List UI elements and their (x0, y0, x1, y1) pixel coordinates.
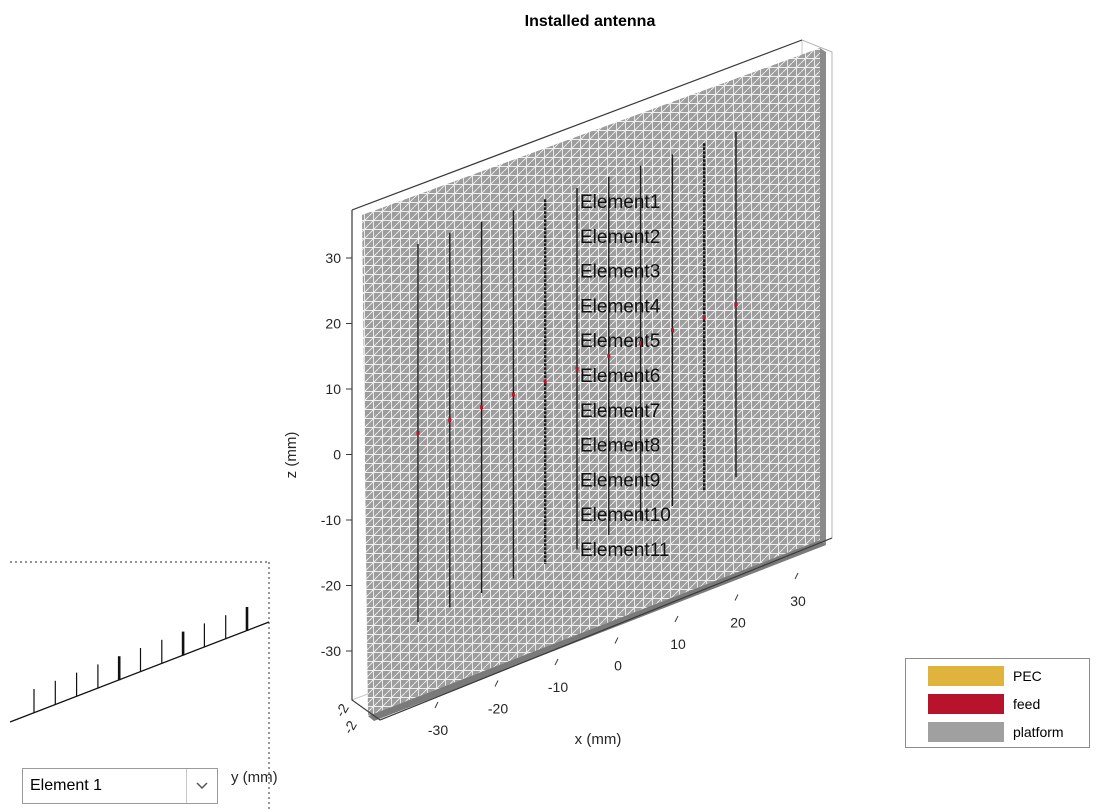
legend-swatch-platform (928, 722, 1004, 742)
feed-point (607, 353, 611, 358)
legend: PEC feed platform (905, 658, 1090, 748)
z-axis-ticks: 30 20 10 0 -10 -20 -30 (321, 250, 352, 659)
x-tick-mark (734, 594, 739, 601)
element-label: Element5 (580, 331, 660, 352)
x-tick-label: -10 (548, 679, 568, 695)
z-tick-label: -20 (321, 578, 341, 594)
x-tick-mark (434, 701, 439, 709)
z-tick-label: -30 (321, 643, 341, 659)
z-tick-label: 30 (325, 250, 341, 266)
legend-label: platform (1013, 724, 1064, 740)
legend-swatch-feed (928, 694, 1004, 714)
dipole-elements (416, 132, 738, 622)
element-label: Element10 (580, 505, 671, 526)
y-tick-label: -2 (340, 718, 360, 737)
feed-point (416, 431, 420, 435)
dropdown-toggle-button[interactable] (187, 769, 217, 803)
feed-point (639, 341, 643, 346)
x-tick-mark (614, 637, 619, 644)
x-tick-label: 10 (670, 636, 686, 652)
y-tick-label: -2 (332, 701, 352, 720)
element-label: Element7 (580, 401, 660, 422)
platform-plate-bottom-edge (368, 540, 826, 721)
element-label: Element2 (580, 227, 660, 248)
x-tick-mark (674, 615, 679, 623)
feed-point (575, 366, 579, 371)
preview-panel[interactable] (9, 561, 270, 812)
feed-point (734, 302, 738, 307)
plot-title: Installed antenna (525, 13, 656, 30)
element-label: Element4 (580, 296, 661, 317)
feed-point (543, 379, 547, 384)
element-label: Element11 (580, 540, 669, 561)
legend-entry-platform: platform (928, 722, 1064, 742)
x-tick-label: -20 (488, 701, 508, 717)
x-tick-label: 30 (790, 593, 806, 609)
z-tick-label: 10 (325, 381, 341, 397)
z-axis-label: z (mm) (283, 432, 300, 479)
feed-point (702, 315, 706, 320)
x-tick-label: -30 (428, 722, 448, 738)
element-label: Element9 (580, 470, 660, 491)
feed-point (448, 418, 452, 423)
legend-label: PEC (1013, 668, 1042, 684)
legend-entry-pec: PEC (928, 666, 1042, 686)
element-label: Element3 (580, 262, 660, 283)
element-label: Element8 (580, 436, 660, 457)
preview-baseline (9, 621, 270, 723)
dropdown-divider (186, 769, 187, 803)
legend-entry-feed: feed (928, 694, 1040, 714)
element-dropdown-value: Element 1 (30, 777, 103, 794)
x-axis-ticks: -30 -20 -10 0 10 20 30 (428, 572, 806, 738)
z-tick-label: 20 (325, 316, 341, 332)
legend-swatch-pec (928, 666, 1004, 686)
x-tick-mark (494, 680, 499, 687)
x-tick-mark (554, 658, 559, 666)
x-tick-mark (794, 572, 799, 580)
feed-point (511, 392, 515, 397)
element-labels: Element1Element2Element3Element4Element5… (580, 192, 671, 561)
y-axis-label: y (mm) (231, 769, 278, 786)
feed-point (480, 405, 484, 410)
platform-plate (362, 48, 820, 716)
y-axis-ticks: -2 -2 (332, 701, 360, 737)
preview-array (9, 607, 270, 723)
element-label: Element1 (580, 192, 660, 213)
element-label: Element6 (580, 366, 660, 387)
z-tick-label: 0 (333, 447, 341, 463)
x-axis-label: x (mm) (575, 731, 622, 748)
x-tick-label: 20 (730, 615, 746, 631)
element-dropdown[interactable]: Element 1 (22, 768, 218, 804)
legend-label: feed (1013, 696, 1041, 712)
axis-box-top-edge (351, 39, 803, 211)
chevron-down-icon (196, 782, 208, 790)
x-tick-label: 0 (614, 658, 622, 674)
feed-point (670, 328, 674, 333)
z-tick-label: -10 (321, 512, 341, 528)
platform-plate-edge (820, 48, 826, 545)
